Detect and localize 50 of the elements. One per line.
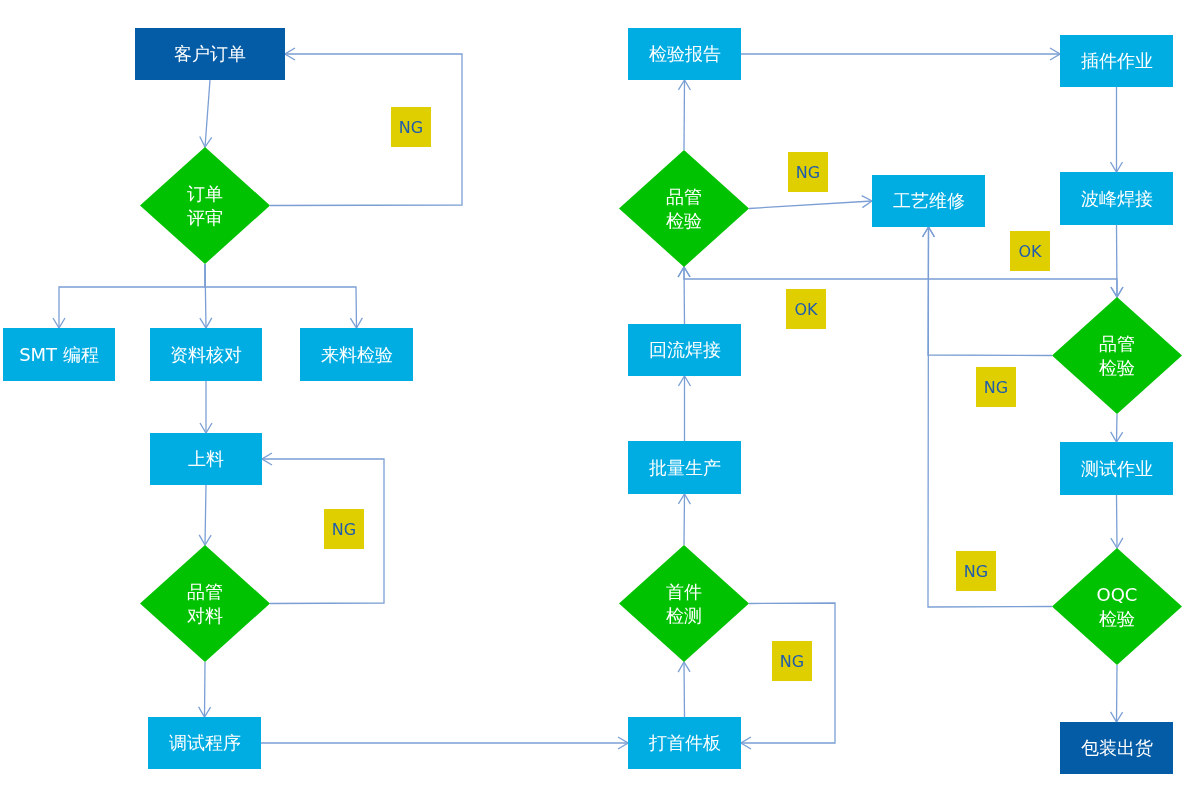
process-box: 波峰焊接 [1060, 172, 1173, 225]
decision-label: 品管检验 [1098, 332, 1136, 379]
arrow [198, 484, 212, 546]
arrow [199, 79, 213, 148]
arrow [677, 375, 692, 442]
decision-label: OQC检验 [1095, 583, 1139, 630]
process-box: 上料 [150, 433, 262, 485]
decision-label: 订单评审 [186, 182, 224, 229]
process-box: 调试程序 [148, 717, 261, 769]
status-tag: NG [772, 641, 812, 681]
arrow [204, 263, 364, 329]
status-tag: NG [976, 367, 1016, 407]
arrow [199, 380, 213, 434]
arrow [260, 736, 629, 750]
status-tag: NG [391, 107, 431, 147]
status-tag: OK [1010, 231, 1050, 271]
process-box: 包装出货 [1060, 722, 1173, 774]
process-box: 来料检验 [300, 328, 413, 381]
arrow [197, 661, 212, 718]
status-tag: NG [956, 551, 996, 591]
process-box: 资料核对 [150, 328, 262, 381]
arrow [1109, 664, 1124, 723]
arrow [1110, 413, 1124, 443]
process-box: 客户订单 [135, 28, 285, 80]
status-tag: NG [788, 152, 828, 192]
arrow [740, 47, 1061, 61]
process-box: 测试作业 [1060, 442, 1173, 495]
arrow [748, 194, 873, 210]
status-tag: NG [324, 509, 364, 549]
arrow [677, 79, 692, 151]
process-box: 工艺维修 [872, 175, 985, 227]
arrow [921, 226, 1053, 608]
process-box: 检验报告 [628, 28, 741, 80]
status-tag: OK [786, 289, 826, 329]
arrow [740, 602, 836, 750]
arrow [1110, 494, 1124, 549]
arrow [677, 661, 691, 718]
decision-label: 品管检验 [665, 185, 703, 232]
arrow [677, 493, 692, 546]
process-box: 打首件板 [628, 717, 741, 769]
arrow [677, 266, 1124, 298]
arrow [269, 47, 463, 207]
decision-label: 首件检测 [665, 580, 703, 627]
arrow [1109, 86, 1124, 173]
process-box: 批量生产 [628, 441, 741, 494]
decision-label: 品管对料 [186, 580, 224, 627]
arrow [261, 452, 385, 605]
process-box: SMT 编程 [3, 328, 115, 381]
process-box: 插件作业 [1060, 35, 1173, 87]
process-box: 回流焊接 [628, 324, 741, 376]
